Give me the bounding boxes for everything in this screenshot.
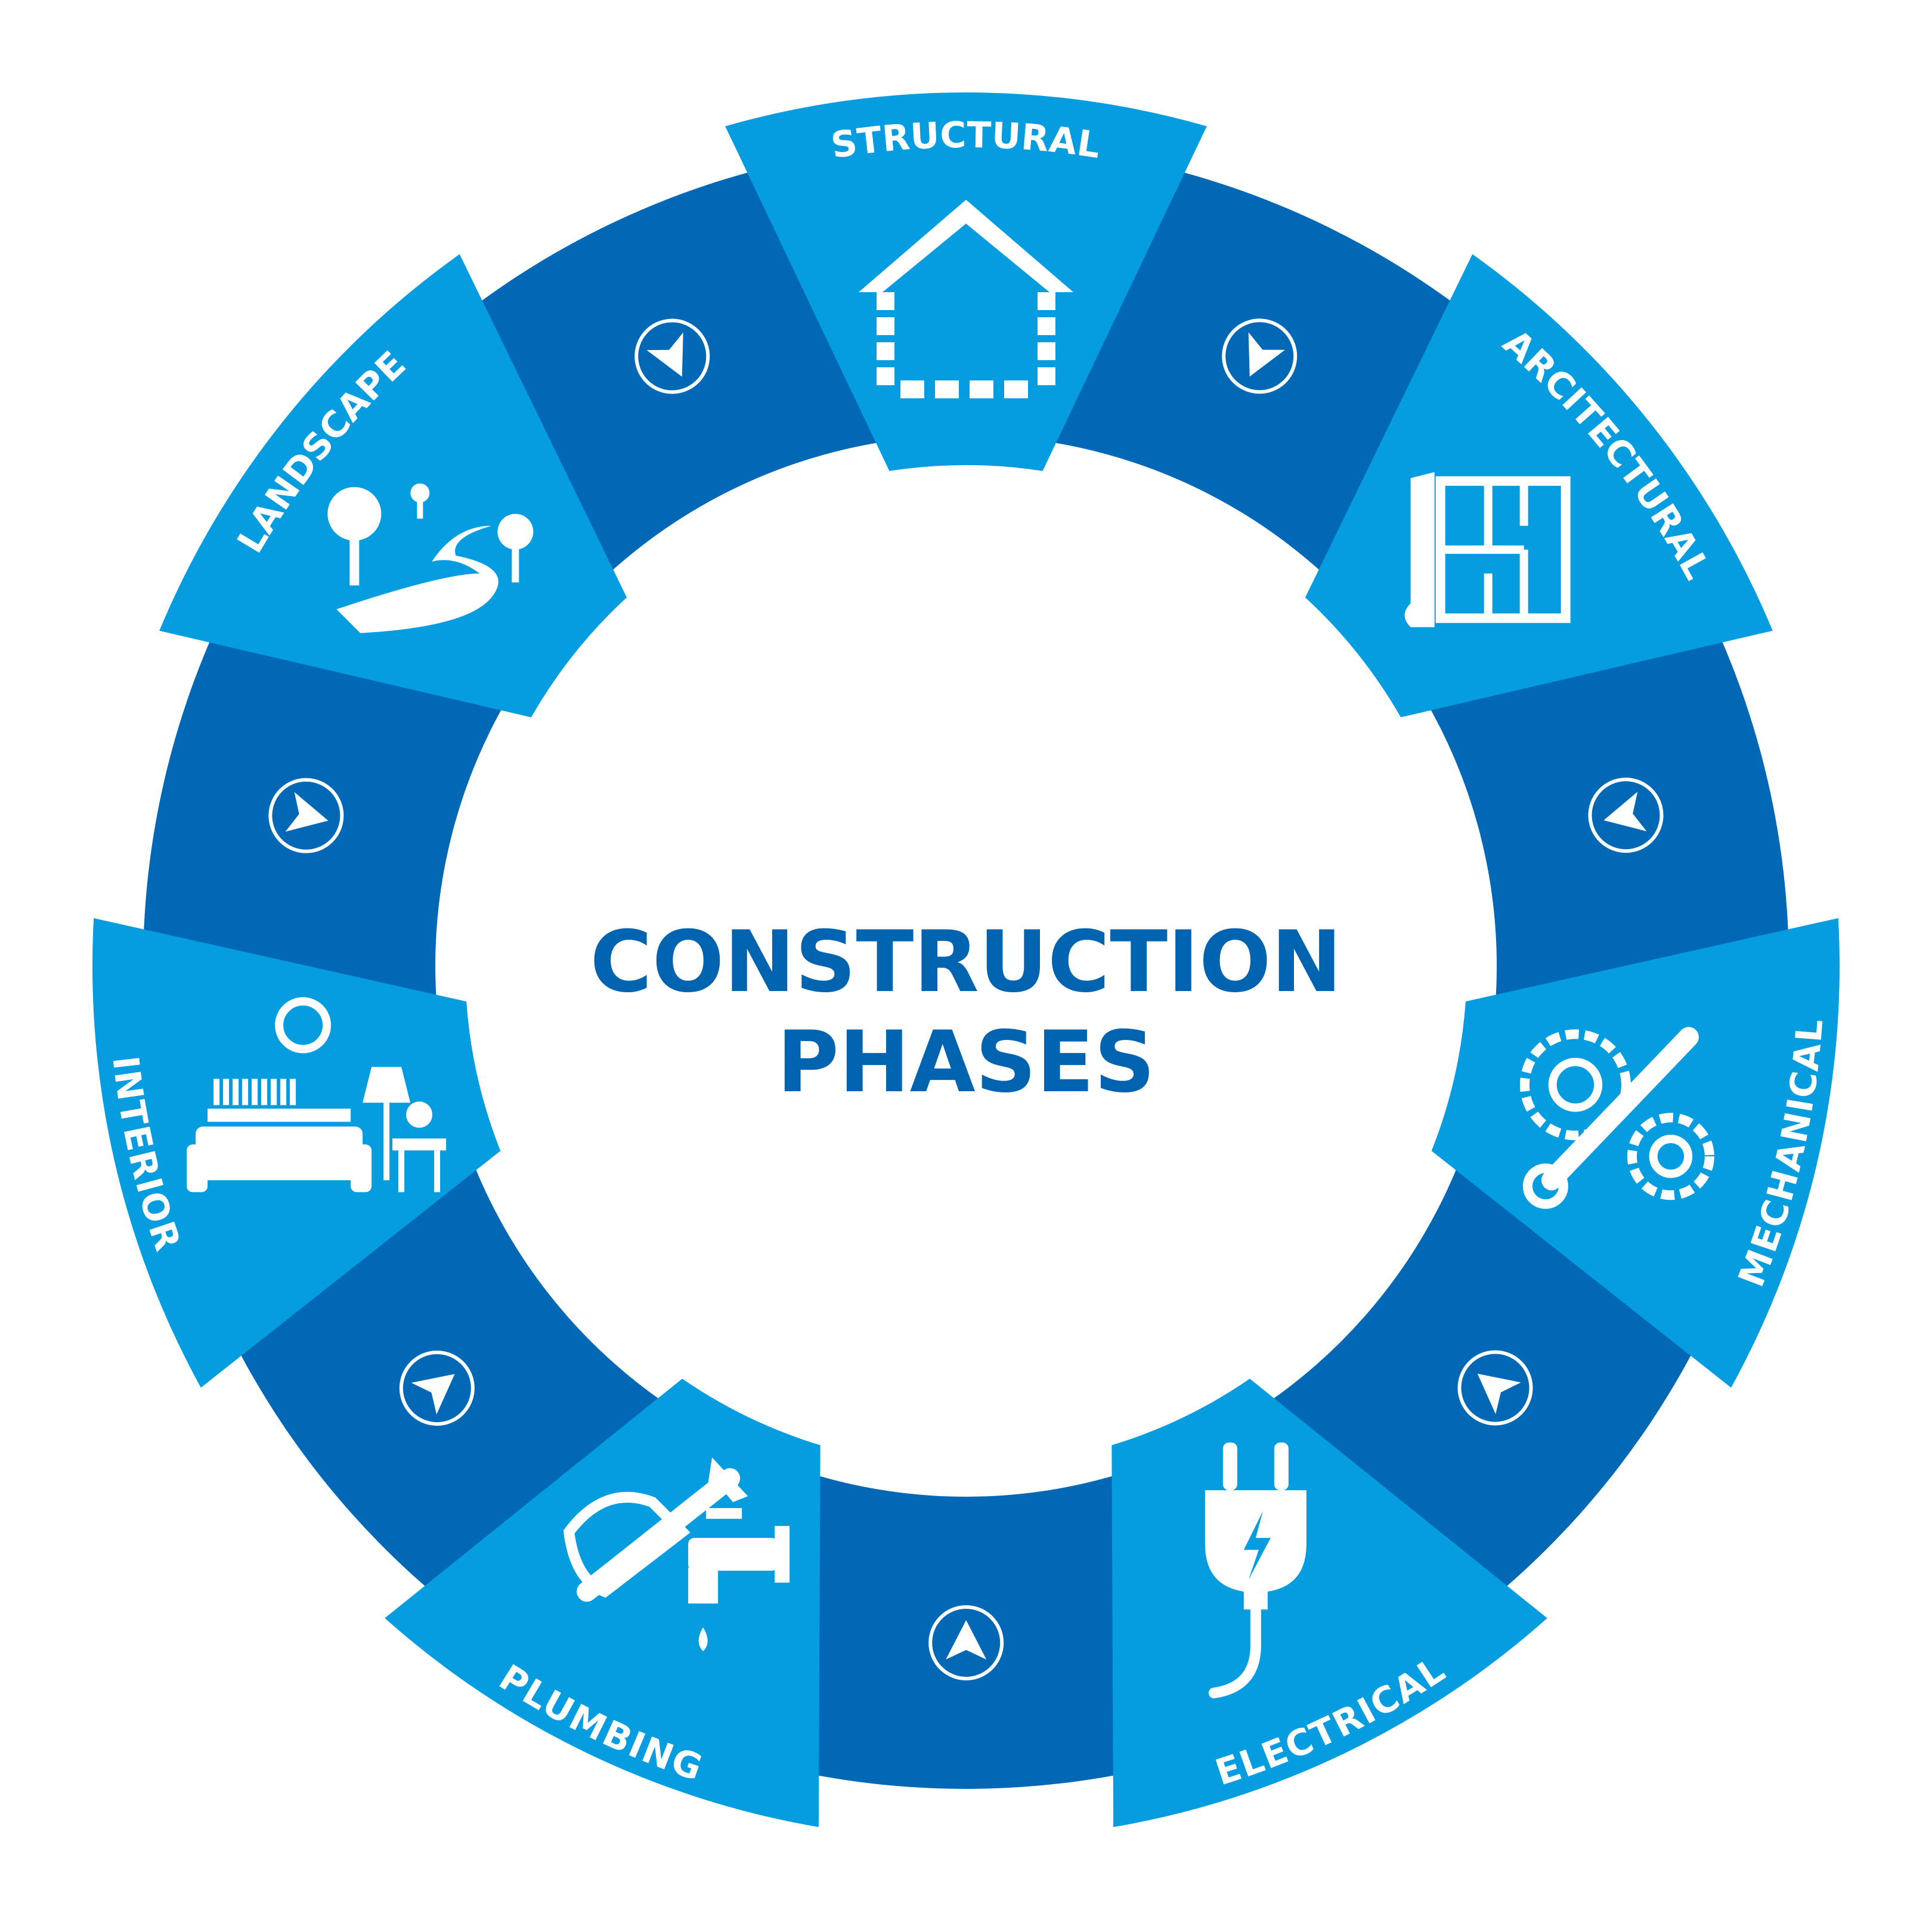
arrow-circle-icon xyxy=(268,778,344,853)
center-title-line2: PHASES xyxy=(777,1013,1155,1111)
park-path-icon xyxy=(327,483,534,633)
arrow-circle-icon xyxy=(634,318,710,394)
arrow-circle-icon xyxy=(928,1605,1004,1680)
segment-shape xyxy=(725,92,1207,471)
arrow-circle-icon xyxy=(399,1350,475,1426)
arrow-circle-icon xyxy=(1588,778,1664,853)
arrow-circle-icon xyxy=(1457,1350,1533,1426)
phase-segment-arcitectural: ARCITECTURAL xyxy=(1305,254,1773,717)
house-frame-icon xyxy=(859,200,1073,398)
arrow-circle-icon xyxy=(1222,318,1298,394)
plug-icon xyxy=(1205,1442,1306,1699)
segment-shape xyxy=(159,254,627,717)
phase-segment-structural: STRUCTURAL xyxy=(725,92,1207,471)
floor-plan-icon xyxy=(1404,472,1571,627)
living-room-icon xyxy=(187,997,447,1193)
phase-connectors xyxy=(268,318,1664,1680)
phase-segment-interior: INTERIOR xyxy=(92,918,501,1388)
gears-wrench-icon xyxy=(1519,1027,1714,1209)
center-title-line1: CONSTRUCTION xyxy=(590,913,1342,1011)
wrench-faucet-icon xyxy=(563,1457,790,1652)
